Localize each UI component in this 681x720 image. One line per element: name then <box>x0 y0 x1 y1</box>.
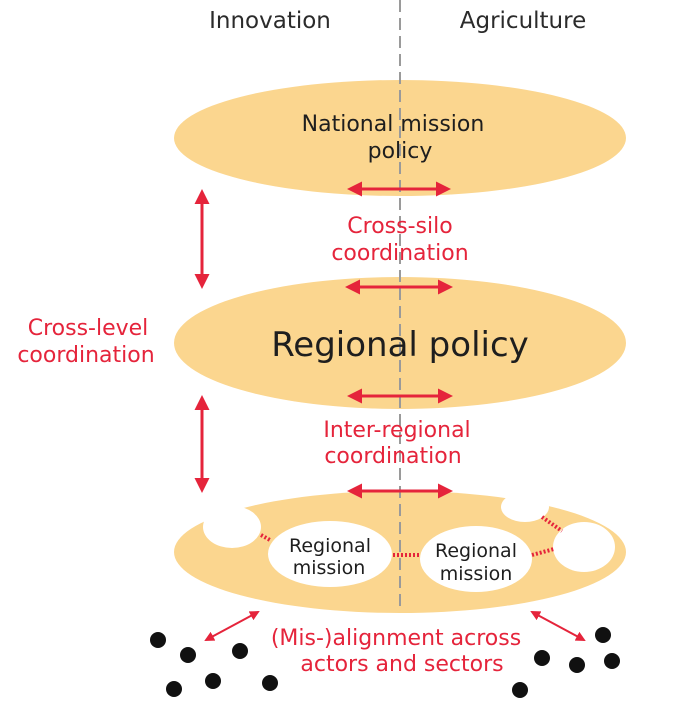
mission-circle-right <box>420 526 532 592</box>
actor-dot <box>512 682 528 698</box>
misalignment-label-line1: (Mis-)alignment across <box>271 626 521 651</box>
column-title-agriculture: Agriculture <box>460 8 587 34</box>
regional-policy-label: Regional policy <box>271 325 529 365</box>
dotted-connector <box>540 515 564 533</box>
actor-dot <box>534 650 550 666</box>
column-title-innovation: Innovation <box>209 8 331 34</box>
actor-dot <box>604 653 620 669</box>
misalignment-label-line2: actors and sectors <box>300 652 503 677</box>
actor-dot <box>232 643 248 659</box>
cross-level-label-line1: Cross-level <box>28 316 149 341</box>
misalignment-arrow-left <box>204 611 260 641</box>
actor-dot <box>262 675 278 691</box>
actor-dot <box>569 657 585 673</box>
dotted-connector <box>260 533 271 542</box>
inter-regional-label-line1: Inter-regional <box>323 418 470 443</box>
national-policy-label-line1: National mission <box>302 112 485 137</box>
mission-label-right-line2: mission <box>440 563 513 585</box>
mission-label-left-line2: mission <box>293 557 366 579</box>
mission-circle-small-right <box>553 522 615 572</box>
actor-dot <box>166 681 182 697</box>
national-policy-label-line2: policy <box>368 139 433 164</box>
actor-dot <box>180 647 196 663</box>
actor-dot <box>150 632 166 648</box>
actor-dot <box>205 673 221 689</box>
mission-circle-small-top-right <box>501 492 549 522</box>
mission-label-left-line1: Regional <box>289 535 371 557</box>
cross-level-label-line2: coordination <box>17 343 154 368</box>
cross-silo-label-line2: coordination <box>331 241 468 266</box>
mission-circle-left <box>268 521 392 587</box>
actor-dot <box>595 627 611 643</box>
mission-label-right-line1: Regional <box>435 540 517 562</box>
mission-circle-small-left <box>203 506 261 548</box>
misalignment-arrow-right <box>530 611 586 641</box>
inter-regional-label-line2: coordination <box>324 444 461 469</box>
cross-silo-label-line1: Cross-silo <box>347 214 452 239</box>
